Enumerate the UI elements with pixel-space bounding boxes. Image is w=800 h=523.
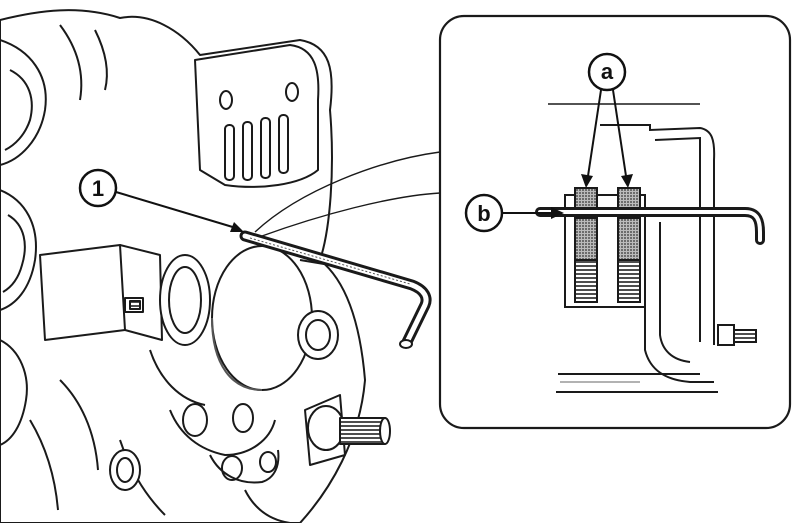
callout-a: a: [581, 52, 633, 188]
detail-inset: a b: [438, 14, 792, 430]
callout-b-label: b: [477, 201, 490, 226]
zoom-leader-lines: [254, 151, 441, 237]
alternator-housing-icon: [0, 9, 391, 523]
callout-a-label: a: [601, 59, 614, 84]
detail-pin-icon: [535, 207, 765, 245]
callout-b: b: [464, 193, 564, 233]
retaining-pin-icon: [239, 230, 432, 349]
callout-1: 1: [78, 168, 244, 232]
callout-1-label: 1: [92, 176, 104, 201]
